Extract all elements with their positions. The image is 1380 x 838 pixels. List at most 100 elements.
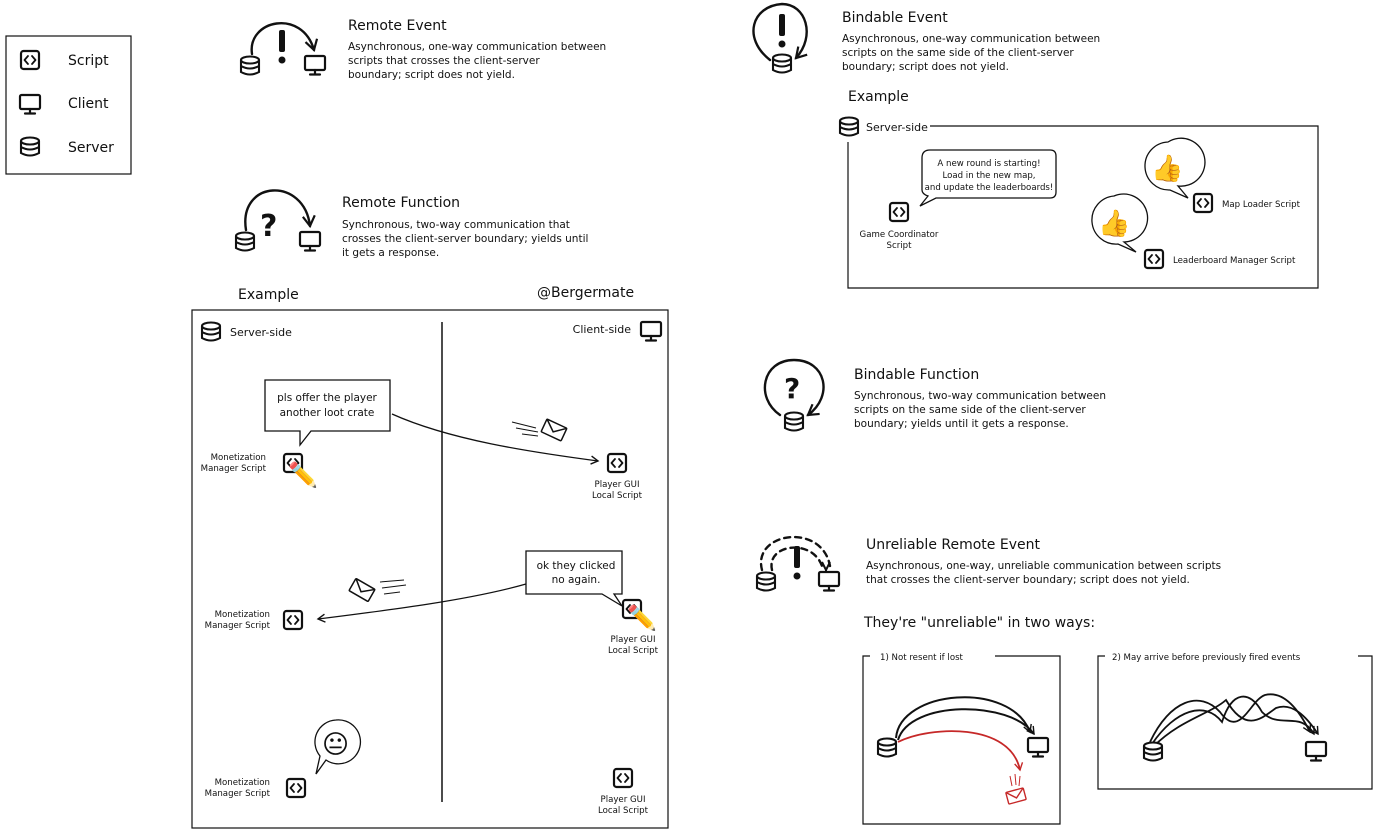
pencil-icon: ✏️	[288, 460, 318, 489]
bindable-example-heading: Example	[848, 89, 909, 105]
client-icon	[1304, 740, 1328, 762]
motion-lines-icon	[379, 579, 407, 595]
script-icon	[612, 767, 634, 789]
server-icon	[783, 411, 805, 432]
bindable-event-desc-2: scripts on the same side of the client-s…	[842, 47, 1074, 59]
server-icon	[1142, 741, 1164, 762]
server-icon	[234, 231, 256, 252]
monetization-label-3b: Manager Script	[205, 789, 271, 799]
lost-event-arrow	[897, 730, 1024, 772]
unreliable-ways-heading: They're "unreliable" in two ways:	[863, 615, 1095, 631]
remote-function-title: Remote Function	[342, 195, 460, 211]
legend-label-script: Script	[68, 53, 109, 69]
thumbs-up-icon: 👍	[1151, 153, 1183, 184]
bindable-event-desc-1: Asynchronous, one-way communication betw…	[842, 33, 1100, 45]
remote-function-desc-2: crosses the client-server boundary; yiel…	[342, 233, 588, 245]
bubble-request-line-1: pls offer the player	[277, 392, 377, 404]
remote-example: Example @Bergermate Server-side Client-s…	[191, 285, 669, 829]
server-icon	[755, 571, 777, 592]
player-gui-label-3b: Local Script	[598, 806, 649, 816]
monetization-label-1b: Manager Script	[201, 464, 267, 474]
reordered-arrow-3	[1153, 698, 1319, 747]
bindable-function-section: ? Bindable Function Synchronous, two-way…	[763, 358, 1106, 432]
script-icon	[1192, 192, 1214, 214]
speech-bubble-response: ok they clicked no again.	[525, 550, 623, 607]
legend-box: Script Client Server	[5, 35, 132, 175]
response-arrow	[316, 583, 527, 623]
player-gui-label-2a: Player GUI	[611, 635, 656, 645]
announcement-line-3: and update the leaderboards!	[925, 183, 1054, 193]
client-icon	[303, 54, 327, 76]
motion-lines-icon	[1009, 773, 1021, 787]
server-side-label: Server-side	[230, 326, 292, 339]
unreliable-title: Unreliable Remote Event	[866, 537, 1040, 553]
announcement-line-1: A new round is starting!	[937, 159, 1040, 169]
way-1-label: 1) Not resent if lost	[880, 653, 964, 663]
server-icon	[876, 737, 898, 758]
leaderboard-manager-label: Leaderboard Manager Script	[1173, 256, 1296, 266]
remote-function-section: ? Remote Function Synchronous, two-way c…	[234, 189, 588, 259]
bindable-example-panel	[847, 125, 1319, 289]
client-side-label: Client-side	[573, 323, 632, 336]
script-icon	[888, 201, 910, 223]
server-icon	[838, 116, 860, 137]
player-gui-label-1b: Local Script	[592, 491, 643, 501]
map-loader-label: Map Loader Script	[1222, 200, 1301, 210]
client-icon	[817, 570, 841, 592]
server-icon	[771, 53, 793, 74]
remote-example-heading: Example	[238, 287, 299, 303]
player-gui-label-1a: Player GUI	[595, 480, 640, 490]
script-icon	[19, 49, 41, 71]
remote-event-section: Remote Event Asynchronous, one-way commu…	[239, 18, 606, 81]
reordered-arrow-1	[1149, 693, 1312, 743]
script-icon	[606, 452, 628, 474]
bubble-response-line-2: no again.	[552, 574, 601, 586]
question-mark-icon: ?	[784, 372, 800, 405]
unreliable-remote-event-section: Unreliable Remote Event Asynchronous, on…	[755, 535, 1373, 825]
bindable-function-desc-1: Synchronous, two-way communication betwe…	[854, 390, 1106, 402]
announcement-line-2: Load in the new map,	[942, 171, 1035, 181]
remote-function-desc-1: Synchronous, two-way communication that	[342, 219, 570, 231]
player-gui-label-3a: Player GUI	[601, 795, 646, 805]
remote-function-icon: ?	[234, 189, 322, 252]
script-icon	[282, 609, 304, 631]
unreliable-remote-event-icon	[755, 535, 841, 592]
way-1-panel	[862, 655, 1061, 825]
request-arrow	[391, 413, 600, 465]
neutral-face-icon: 😐	[322, 730, 349, 760]
thumbs-up-icon: 👍	[1098, 208, 1130, 239]
script-icon	[1143, 248, 1165, 270]
legend-label-server: Server	[68, 140, 114, 156]
way-2-panel	[1097, 655, 1373, 790]
game-coordinator-label-2: Script	[887, 241, 913, 251]
emoji-bubble-thumbs-up-2: 👍	[1091, 193, 1149, 253]
unreliable-desc-2: that crosses the client-server boundary;…	[866, 574, 1190, 586]
bindable-example: Example Server-side A new round is start…	[838, 89, 1319, 289]
bindable-function-icon: ?	[763, 358, 825, 432]
bindable-event-section: Bindable Event Asynchronous, one-way com…	[752, 2, 1100, 74]
remote-event-desc-1: Asynchronous, one-way communication betw…	[348, 41, 606, 53]
remote-event-icon	[239, 22, 327, 76]
bindable-event-desc-3: boundary; script does not yield.	[842, 61, 1009, 73]
pencil-icon: ✏️	[627, 603, 657, 632]
speech-bubble-announcement: A new round is starting! Load in the new…	[919, 149, 1057, 207]
client-icon	[1026, 736, 1050, 758]
motion-lines-icon	[511, 421, 539, 437]
game-coordinator-label-1: Game Coordinator	[860, 230, 939, 240]
legend-label-client: Client	[68, 96, 109, 112]
lost-envelope-icon	[1005, 787, 1027, 805]
emoji-bubble-thumbs-up-1: 👍	[1144, 137, 1206, 199]
monetization-label-2b: Manager Script	[205, 621, 271, 631]
bindable-event-title: Bindable Event	[842, 10, 948, 26]
delivered-arrow-2	[897, 708, 1035, 741]
bindable-function-desc-3: boundary; yields until it gets a respons…	[854, 418, 1069, 430]
unreliable-desc-1: Asynchronous, one-way, unreliable commun…	[866, 560, 1221, 572]
monetization-label-1a: Monetization	[211, 453, 266, 463]
monetization-label-2a: Monetization	[215, 610, 270, 620]
script-icon	[285, 777, 307, 799]
way-2-label: 2) May arrive before previously fired ev…	[1112, 653, 1301, 663]
bubble-response-line-1: ok they clicked	[537, 560, 616, 572]
player-gui-label-2b: Local Script	[608, 646, 659, 656]
question-mark-icon: ?	[260, 209, 277, 244]
